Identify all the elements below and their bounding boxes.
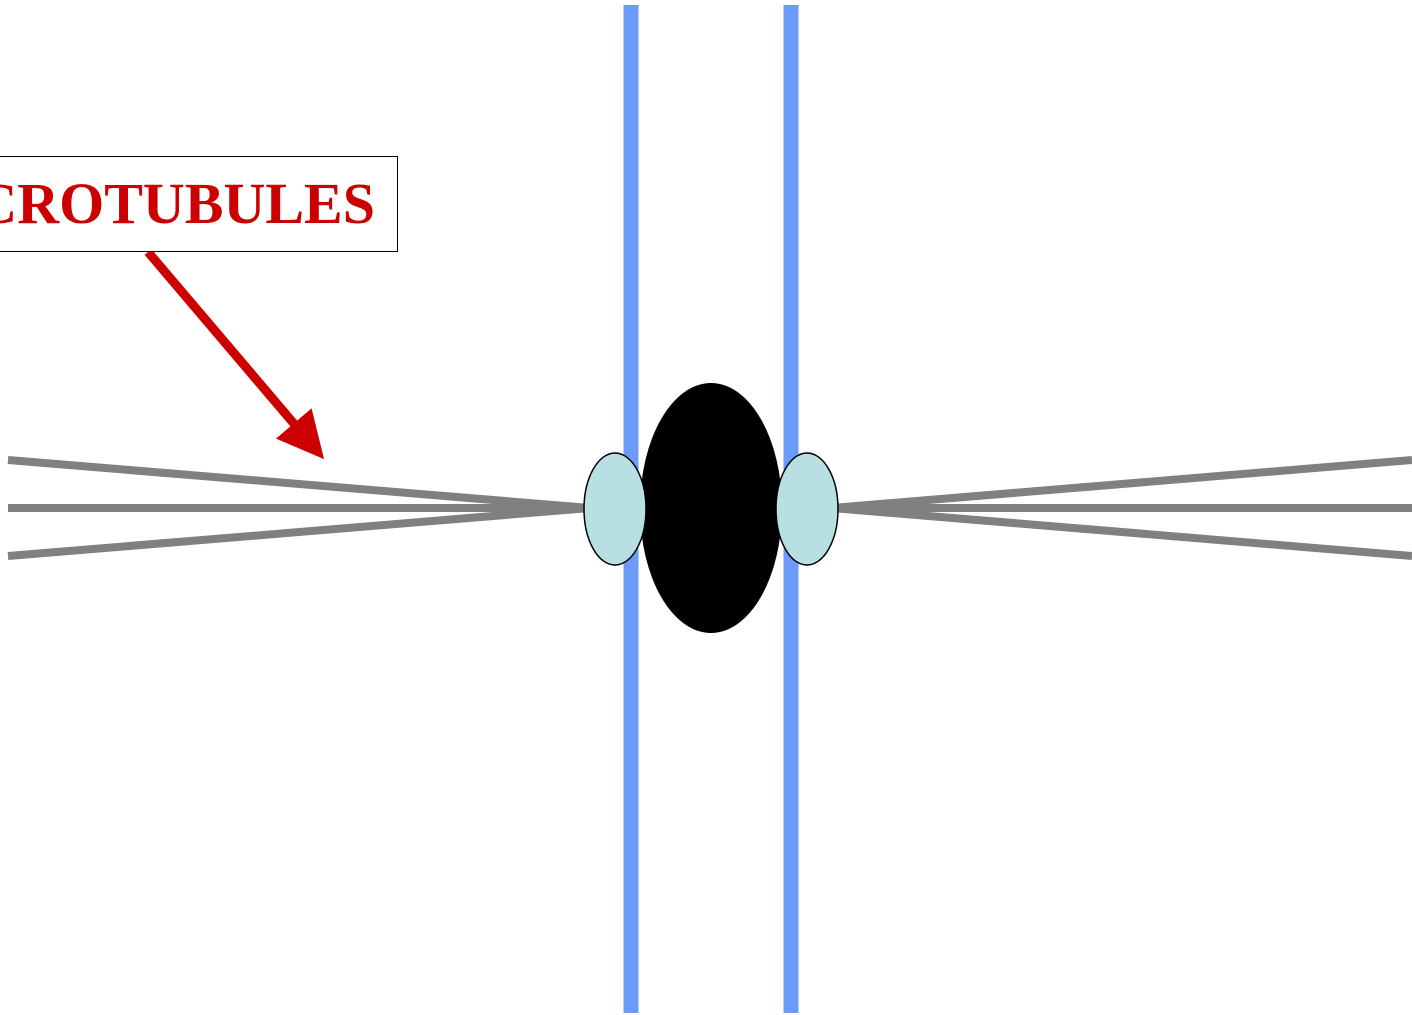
centrosome-left [584,453,646,565]
microtubule-right-upper [832,460,1412,508]
microtubules-callout-box: MICROTUBULES [0,156,398,252]
nucleus [640,383,782,633]
microtubules-label: MICROTUBULES [0,175,375,233]
microtubule-left-upper [8,460,590,508]
microtubule-right-lower [832,508,1412,556]
centrosome-right [776,453,838,565]
microtubules-right [832,460,1412,556]
microtubule-left-lower [8,508,590,556]
microtubules-left [8,460,590,556]
callout-arrow [148,252,318,452]
